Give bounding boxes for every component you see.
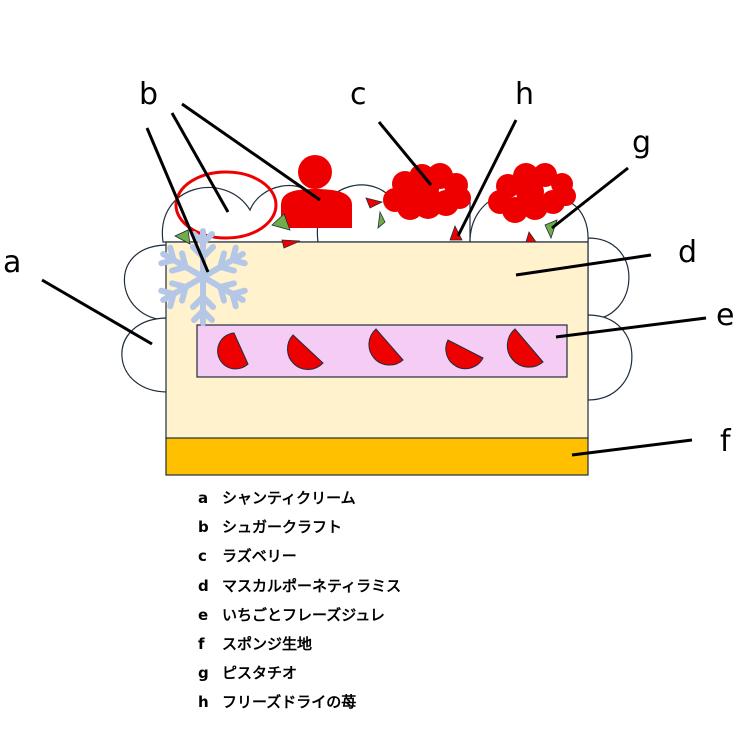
callout-b: b: [139, 77, 158, 112]
legend-item: c ラズベリー: [198, 542, 401, 571]
legend-text: ラズベリー: [222, 547, 297, 566]
leader-b-1: [145, 127, 210, 273]
sponge-layer: [165, 437, 589, 476]
legend-item: g ピスタチオ: [198, 659, 401, 688]
figure-body: [281, 189, 352, 228]
cream-bump-left-top: [123, 244, 169, 321]
legend-text: マスカルポーネティラミス: [222, 576, 402, 595]
callout-c: c: [350, 77, 367, 112]
legend-item: f スポンジ生地: [198, 630, 401, 659]
callout-f: f: [720, 424, 732, 459]
legend-key: h: [198, 693, 209, 712]
legend-key: e: [198, 605, 209, 624]
leader-b-3: [181, 102, 321, 202]
leader-g: [551, 166, 629, 230]
callout-g: g: [632, 125, 651, 160]
legend-text: ピスタチオ: [222, 664, 298, 683]
callout-e: e: [716, 298, 734, 333]
pistachio-3: [377, 210, 386, 229]
legend-key: a: [198, 489, 209, 507]
raspberries: [383, 163, 576, 223]
strawberry-half-3: [368, 328, 404, 366]
legend-item: b シュガークラフト: [198, 513, 401, 542]
legend: a シャンティクリーム b シュガークラフト c ラズベリー d マスカルポーネティラミ…: [198, 484, 401, 718]
sugarcraft-figure: [281, 155, 352, 228]
leader-lines: [41, 102, 707, 457]
cream-bump-right-top: [587, 237, 630, 321]
snowflake-icon: [158, 228, 248, 323]
cream-bump-left-bottom: [121, 317, 169, 393]
legend-text: シャンティクリーム: [222, 489, 356, 507]
leader-d: [515, 253, 652, 277]
freeze-dried-strawberry-4: [525, 231, 537, 243]
legend-item: h フリーズドライの苺: [198, 688, 401, 717]
leader-b-2: [170, 112, 230, 213]
pistachio-1: [174, 229, 191, 245]
leader-a: [41, 278, 153, 346]
leader-f: [571, 438, 693, 457]
freeze-dried-strawberry-1: [281, 239, 301, 249]
leader-e: [555, 316, 707, 339]
legend-text: フリーズドライの苺: [222, 693, 357, 712]
pistachio-4: [544, 219, 558, 240]
callout-d: d: [678, 235, 697, 270]
legend-item: e いちごとフレーズジュレ: [198, 601, 401, 630]
cream-bump-right-bottom: [587, 314, 633, 401]
raspberry-2: [488, 163, 576, 223]
leader-h: [456, 119, 518, 237]
sugarcraft-ellipse: [174, 170, 278, 240]
callout-a: a: [3, 245, 21, 280]
leader-c: [377, 121, 433, 186]
strawberry-half-4: [445, 339, 484, 370]
legend-item: d マスカルポーネティラミス: [198, 572, 401, 601]
strawberry-halves: [217, 328, 544, 370]
legend-key: d: [198, 576, 209, 595]
legend-key: b: [198, 518, 209, 537]
callout-h: h: [515, 77, 534, 112]
legend-text: スポンジ生地: [222, 634, 313, 653]
legend-item: a シャンティクリーム: [198, 484, 401, 513]
strawberry-half-2: [287, 334, 324, 370]
legend-text: シュガークラフト: [222, 518, 343, 537]
legend-key: f: [198, 634, 205, 653]
pistachio-2: [271, 213, 291, 231]
raspberry-1: [383, 163, 471, 220]
figure-head: [298, 155, 332, 189]
strawberry-half-5: [506, 328, 544, 368]
legend-text: いちごとフレーズジュレ: [222, 605, 385, 624]
legend-key: c: [198, 547, 207, 566]
strawberry-half-1: [217, 332, 249, 370]
legend-key: g: [198, 664, 209, 683]
freeze-dried-strawberry-2: [365, 197, 384, 209]
